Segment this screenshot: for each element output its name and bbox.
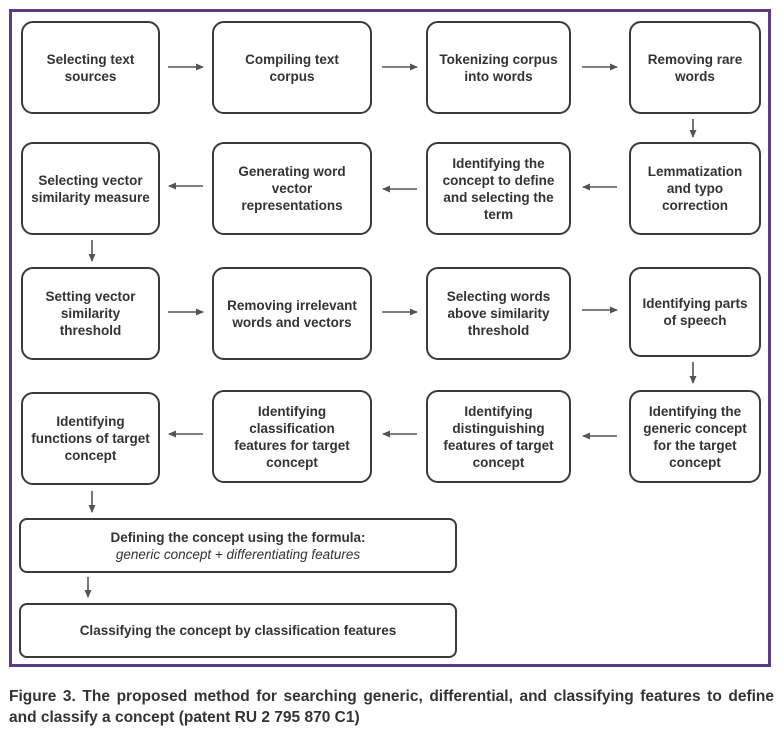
step-generating-word-vectors: Generating word vector representations	[212, 142, 372, 235]
step-identifying-functions: Identifying functions of target concept	[21, 392, 160, 485]
step-tokenizing-corpus: Tokenizing corpus into words	[426, 21, 571, 114]
formula-title: Defining the concept using the formula:	[110, 529, 366, 545]
step-removing-rare-words: Removing rare words	[629, 21, 761, 114]
step-removing-irrelevant-words: Removing irrelevant words and vectors	[212, 267, 372, 360]
step-identifying-distinguishing-features: Identifying distinguishing features of t…	[426, 390, 571, 483]
formula-text: generic concept + differentiating featur…	[115, 546, 361, 562]
step-classifying-concept: Classifying the concept by classificatio…	[19, 603, 457, 658]
step-compiling-text-corpus: Compiling text corpus	[212, 21, 372, 114]
step-selecting-similarity-measure: Selecting vector similarity measure	[21, 142, 160, 235]
step-lemmatization: Lemmatization and typo correction	[629, 142, 761, 235]
step-identifying-parts-of-speech: Identifying parts of speech	[629, 267, 761, 357]
step-selecting-words-above-threshold: Selecting words above similarity thresho…	[426, 267, 571, 360]
step-identifying-classification-features: Identifying classification features for …	[212, 390, 372, 483]
figure-caption: Figure 3. The proposed method for search…	[9, 688, 774, 726]
step-selecting-text-sources: Selecting text sources	[21, 21, 160, 114]
step-identifying-generic-concept: Identifying the generic concept for the …	[629, 390, 761, 483]
step-defining-concept-formula: Defining the concept using the formula: …	[19, 518, 457, 573]
step-setting-similarity-threshold: Setting vector similarity threshold	[21, 267, 160, 360]
step-identifying-concept-term: Identifying the concept to define and se…	[426, 142, 571, 235]
